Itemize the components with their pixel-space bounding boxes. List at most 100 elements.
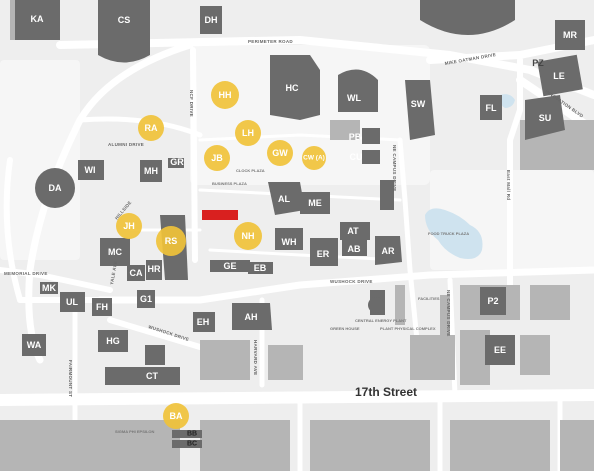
building-at	[340, 222, 370, 240]
pond	[425, 208, 483, 259]
building-round-plant	[368, 297, 384, 313]
map-pins[interactable]: HH RA LH GW CW (A) JB JH RS NH BA	[116, 81, 326, 429]
building-label-pb: PB	[349, 132, 362, 142]
building-wl	[338, 69, 378, 112]
buildings	[15, 0, 585, 448]
building-mc	[100, 238, 130, 266]
building-da	[35, 168, 75, 208]
building-label-ah: AH	[245, 312, 258, 322]
pin-marker[interactable]	[163, 403, 189, 429]
building-label-dh: DH	[205, 15, 218, 25]
building-label-eh: EH	[197, 317, 210, 327]
building-label-bb: BB	[187, 431, 197, 438]
building-label-ca: CA	[130, 268, 143, 278]
pin-marker[interactable]	[138, 115, 164, 141]
building-ca	[127, 265, 145, 281]
road-label-wushock: WUSHOCK DRIVE	[330, 279, 373, 284]
pin-hh[interactable]: HH	[211, 81, 239, 109]
building-ee	[485, 335, 515, 365]
building-gr	[168, 158, 184, 168]
building-label-ka: KA	[31, 14, 44, 24]
pin-gw[interactable]: GW	[267, 140, 293, 166]
building-su	[525, 95, 565, 140]
pin-label: GW	[272, 148, 288, 158]
pin-marker[interactable]	[235, 120, 261, 146]
building-fl	[480, 95, 502, 120]
building-fh	[92, 298, 112, 316]
building-label-hg: HG	[106, 336, 120, 346]
pin-nh[interactable]: NH	[234, 222, 262, 250]
place-label-facilities: FACILITIES	[418, 296, 440, 301]
pin-label: HH	[219, 90, 232, 100]
building-dh	[200, 6, 222, 34]
pin-marker[interactable]	[156, 226, 186, 256]
pin-jh[interactable]: JH	[116, 213, 142, 239]
pin-label: RA	[145, 123, 158, 133]
building-hr	[146, 260, 162, 280]
pin-marker[interactable]	[211, 81, 239, 109]
pin-ba[interactable]: BA	[163, 403, 189, 429]
pin-label: JB	[211, 153, 223, 163]
building-label-le: LE	[553, 71, 565, 81]
building-label-wh: WH	[282, 237, 297, 247]
road-label-ne-campus: NE CAMPUS DRIVE	[392, 145, 397, 192]
pin-ra[interactable]: RA	[138, 115, 164, 141]
building-label-bc: BC	[187, 441, 197, 448]
building-label-al: AL	[278, 194, 290, 204]
building-koch-arena	[420, 0, 515, 35]
building-le	[537, 54, 583, 97]
pin-jb[interactable]: JB	[204, 145, 230, 171]
building-label-wa: WA	[27, 340, 42, 350]
building-ct	[105, 367, 180, 385]
place-label-sigma: SIGMA PHI EPSILON	[115, 429, 155, 434]
building-east-annex	[380, 180, 394, 210]
building-label-fl: FL	[486, 103, 497, 113]
pin-marker[interactable]	[116, 213, 142, 239]
building-label-hr: HR	[148, 264, 161, 274]
pin-marker[interactable]	[302, 146, 326, 170]
building-hg-annex	[145, 345, 165, 365]
place-label-reflect: BUSINESS PLAZA	[212, 181, 247, 186]
building-wh	[275, 228, 303, 250]
building-label-wi: WI	[85, 165, 96, 175]
pin-rs[interactable]: RS	[156, 226, 186, 256]
building-al	[268, 182, 305, 215]
pin-label: NH	[242, 231, 255, 241]
building-label-eb: EB	[254, 263, 267, 273]
place-label-central-plant: CENTRAL ENERGY PLANT	[355, 318, 407, 323]
building-label-sw: SW	[411, 99, 426, 109]
road-label-fairmount: FAIRMOUNT ST	[68, 360, 73, 397]
highlighted-building[interactable]	[202, 210, 238, 220]
pin-label: CW (A)	[303, 155, 325, 162]
building-label-gr: GR	[170, 157, 184, 167]
building-label-hc: HC	[286, 83, 299, 93]
building-sw	[405, 80, 435, 140]
pin-marker[interactable]	[267, 140, 293, 166]
building-wa	[22, 334, 46, 356]
building-label-da: DA	[49, 183, 62, 193]
pin-marker[interactable]	[204, 145, 230, 171]
place-label-phys: PLANT PHYSICAL COMPLEX	[380, 326, 436, 331]
small-pond	[499, 94, 515, 108]
building-hg	[98, 330, 128, 352]
building-ul	[60, 292, 85, 312]
building-label-mr: MR	[563, 30, 577, 40]
building-label-g1: G1	[140, 294, 152, 304]
pin-cwa[interactable]: CW (A)	[302, 146, 326, 170]
pin-marker[interactable]	[234, 222, 262, 250]
building-bb	[172, 430, 202, 438]
building-eh	[193, 312, 215, 332]
road-label-yale: YALE AVE	[109, 261, 118, 286]
road-label-memorial: MEMORIAL DRIVE	[4, 271, 48, 276]
building-label-me: ME	[308, 198, 322, 208]
road-label-east-mall: East Mall Rd	[506, 170, 511, 200]
place-label-clock: CLOCK PLAZA	[236, 168, 265, 173]
building-label-cs: CS	[118, 15, 131, 25]
road-label-ne-campus-2: NE CAMPUS DRIVE	[446, 290, 451, 337]
building-bc	[172, 440, 202, 448]
building-cu	[362, 150, 380, 164]
pin-lh[interactable]: LH	[235, 120, 261, 146]
building-label-ab: AB	[348, 244, 361, 254]
